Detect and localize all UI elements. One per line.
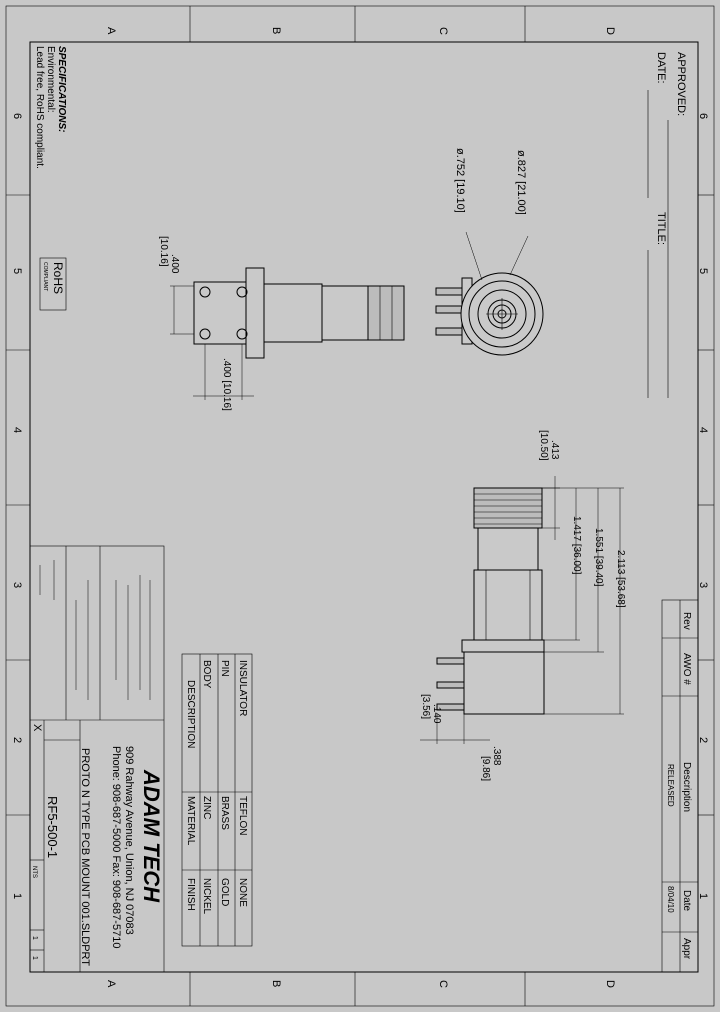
title-block [29,545,165,973]
outer-border [5,5,715,1007]
drawing-title: PROTO N TYPE PCB MOUNT 001.SLDPRT [79,748,91,966]
zone-letter-top: A [105,27,117,35]
mat-row-description: PIN [219,660,230,677]
zone-number-left: 2 [11,737,23,743]
rev-row-description: RELEASED [666,764,675,807]
zone-number-right: 4 [697,427,709,433]
zone-letter-top: D [604,27,616,35]
zone-letter-bottom: A [105,980,117,988]
side-view [420,476,624,744]
mat-row-finish: GOLD [219,878,230,906]
dim-pin-pitch-a-mm: [10.16] [158,236,169,267]
dim-pin-pitch-a: .400 [169,254,180,274]
dim-hex-height: .413 [549,440,560,460]
approval-block: APPROVED: DATE: TITLE: [647,52,687,398]
zone-number-right: 6 [697,113,709,119]
revision-table [661,599,699,973]
end-view [435,231,544,356]
dim-d3: 2.113 [53.68] [615,550,626,608]
zone-letter-bottom: D [604,980,616,988]
dim-pin-length: .140 [431,704,442,724]
zone-letter-top: C [437,27,449,35]
zone-letter-bottom: C [437,980,449,988]
dim-hex-height-mm: [10.50] [538,430,549,461]
title-label: TITLE: [655,212,667,245]
specs-line2: Lead free, RoHS compliant. [34,46,45,169]
dim-flange-mm: [9.86] [480,756,491,781]
zone-letter-top: B [270,27,282,34]
mat-header-finish: FINISH [185,878,196,911]
dim-inner-diameter: ø.752 [19.10] [454,148,466,213]
dim-d2: 1.551 [39.40] [593,528,604,587]
specifications: SPECIFICATIONS: Environmental: Lead free… [34,46,67,169]
inner-border [29,41,699,973]
mat-header-description: DESCRIPTION [185,680,196,748]
zone-ticks [6,6,714,1006]
size-value: 1 [31,936,38,940]
dim-d1: 1.417 [36.00] [571,516,582,575]
rohs-sub: COMPLIANT [42,262,48,291]
rev-value: X [31,724,43,732]
mat-row-finish: NICKEL [201,878,212,915]
zone-number-left: 5 [11,268,23,274]
rev-header-description: Description [681,762,692,812]
mat-row-description: INSULATOR [237,660,248,716]
company-name: ADAM TECH [139,769,164,903]
mat-row-material: BRASS [219,796,230,830]
zone-letter-bottom: B [270,980,282,987]
scale-value: NTS [31,866,37,878]
rohs-logo: RoHS COMPLIANT [39,257,67,311]
dim-pin-length-mm: [3.56] [420,694,431,719]
date-label: DATE: [655,52,667,84]
rev-row-date: 8/04/10 [666,886,675,913]
approved-label: APPROVED: [675,52,687,116]
rev-header-rev: Rev [681,612,692,630]
mat-row-material: TEFLON [237,796,248,835]
dim-pin-pitch-b: .400 [10.16] [221,358,232,411]
material-table [181,653,253,947]
zone-number-left: 4 [11,427,23,433]
top-view [170,267,405,400]
zone-number-left: 3 [11,582,23,588]
zone-number-left: 1 [11,893,23,899]
mat-row-finish: NONE [237,878,248,907]
specs-line1: Environmental: [45,46,56,113]
rev-header-appr: Appr [681,938,692,960]
zone-number-left: 6 [11,113,23,119]
rohs-text: RoHS [51,262,65,294]
sheet-value: 1 [31,956,38,960]
specs-heading: SPECIFICATIONS: [56,46,67,132]
dim-outer-diameter: ø.827 [21.00] [515,150,527,215]
company-phone: Phone: 908-687-5000 Fax: 908-687-5710 [110,746,122,948]
mat-row-material: ZINC [201,796,212,819]
rev-header-awo: AWO # [681,653,692,685]
zone-number-right: 2 [697,737,709,743]
company-address: 909 Rahway Avenue, Union, NJ 07083 [123,746,135,935]
rev-header-date: Date [681,890,692,912]
mat-header-material: MATERIAL [185,796,196,846]
zone-number-right: 1 [697,893,709,899]
mat-row-description: BODY [201,660,212,689]
part-number: RF5-500-1 [45,796,60,858]
zone-number-right: 3 [697,582,709,588]
zone-number-right: 5 [697,268,709,274]
dim-flange: .388 [491,746,502,766]
